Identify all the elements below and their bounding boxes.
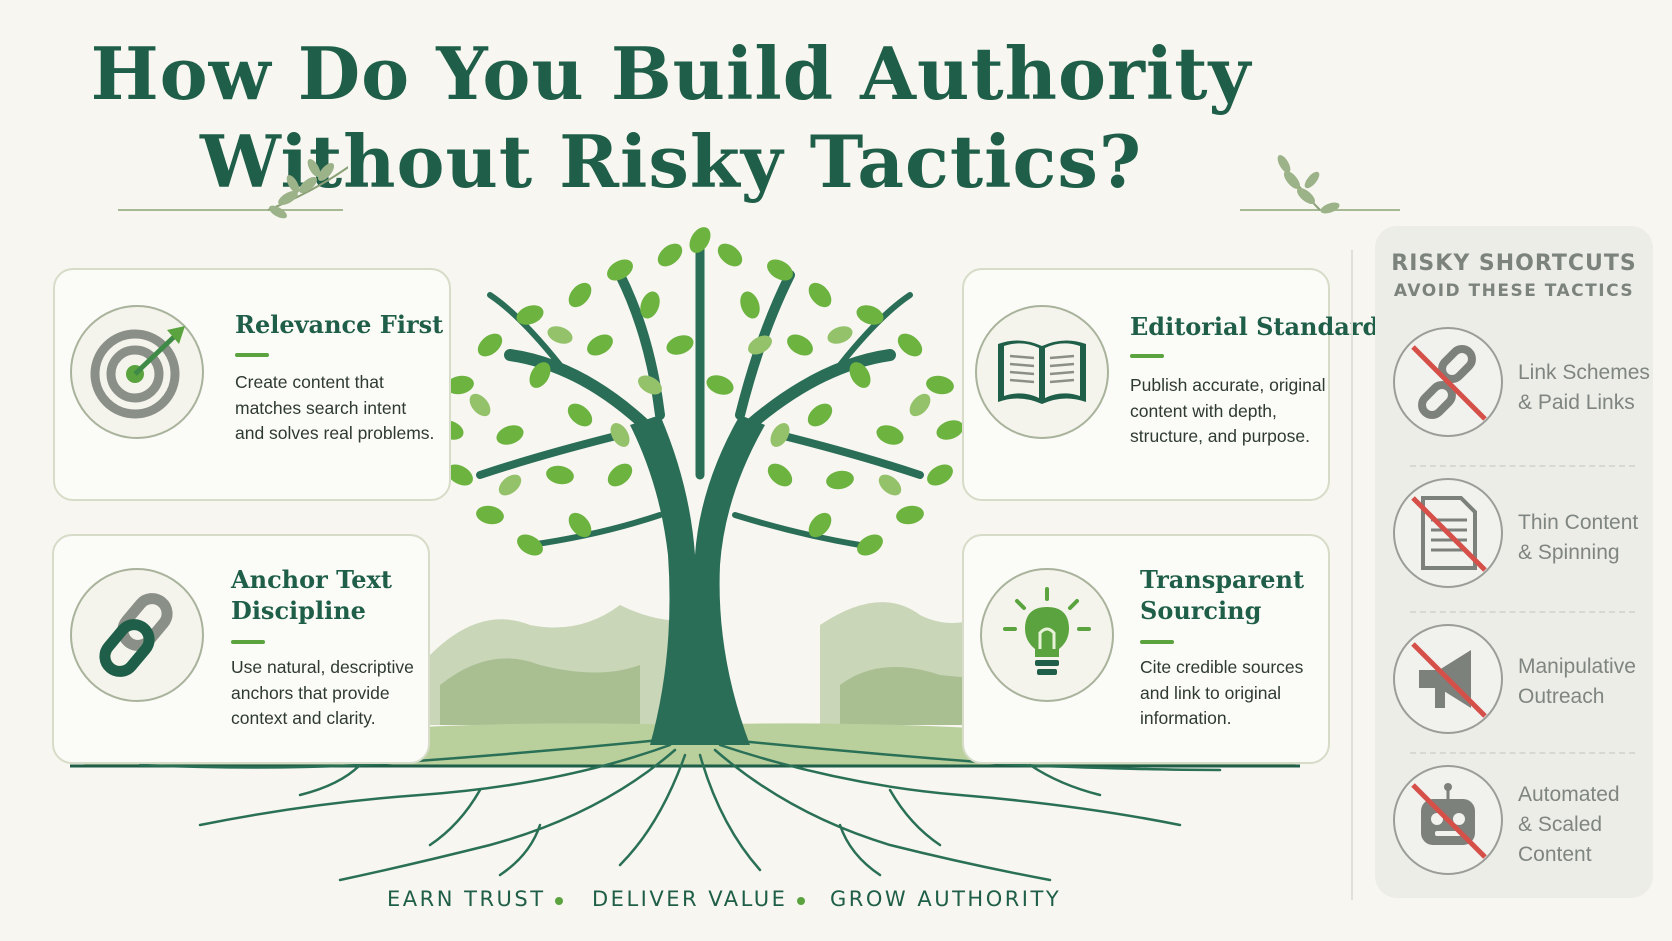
anchor-rule — [231, 640, 265, 644]
footer-earn-trust: EARN TRUST — [387, 887, 546, 911]
page-title-line-2: Without Risky Tactics? — [199, 119, 1143, 204]
target-arrow-icon — [70, 305, 204, 439]
sourcing-rule — [1140, 640, 1174, 644]
footer-deliver-value: DELIVER VALUE — [592, 887, 788, 911]
panel-divider — [1351, 250, 1353, 900]
anchor-title: Anchor Text Discipline — [231, 565, 392, 625]
risk-link-schemes-label: Link Schemes & Paid Links — [1518, 361, 1650, 414]
footer-dot-1 — [555, 897, 563, 905]
chain-link-icon — [70, 568, 204, 702]
risk-separator — [1410, 465, 1635, 467]
risk-automated-label: Automated & Scaled Content — [1518, 783, 1620, 866]
sourcing-desc: Cite credible sources and link to origin… — [1140, 657, 1304, 728]
robot-icon — [1393, 765, 1503, 875]
relevance-rule — [235, 353, 269, 357]
risk-thin-content-label: Thin Content & Spinning — [1518, 511, 1639, 564]
editorial-desc: Publish accurate, original content with … — [1130, 375, 1326, 446]
open-book-icon — [975, 305, 1109, 439]
anchor-desc: Use natural, descriptive anchors that pr… — [231, 657, 414, 728]
footer-grow-authority: GROW AUTHORITY — [830, 887, 1062, 911]
left-branch-ornament — [118, 159, 348, 219]
relevance-desc: Create content that matches search inten… — [235, 372, 435, 443]
document-icon — [1393, 478, 1503, 588]
editorial-rule — [1130, 354, 1164, 358]
risk-separator — [1410, 752, 1635, 754]
risky-heading: RISKY SHORTCUTS — [1391, 251, 1637, 276]
editorial-title: Editorial Standards — [1130, 312, 1393, 341]
page-title-line-1: How Do You Build Authority — [90, 31, 1252, 116]
broken-chain-icon — [1393, 327, 1503, 437]
megaphone-icon — [1393, 624, 1503, 734]
risk-manipulative-label: Manipulative Outreach — [1518, 655, 1636, 708]
footer-dot-2 — [797, 897, 805, 905]
right-branch-ornament — [1240, 155, 1400, 214]
lightbulb-icon — [980, 568, 1114, 702]
risky-subheading: AVOID THESE TACTICS — [1393, 281, 1635, 301]
relevance-title: Relevance First — [235, 310, 444, 339]
risk-separator — [1410, 611, 1635, 613]
sourcing-title: Transparent Sourcing — [1140, 565, 1305, 625]
